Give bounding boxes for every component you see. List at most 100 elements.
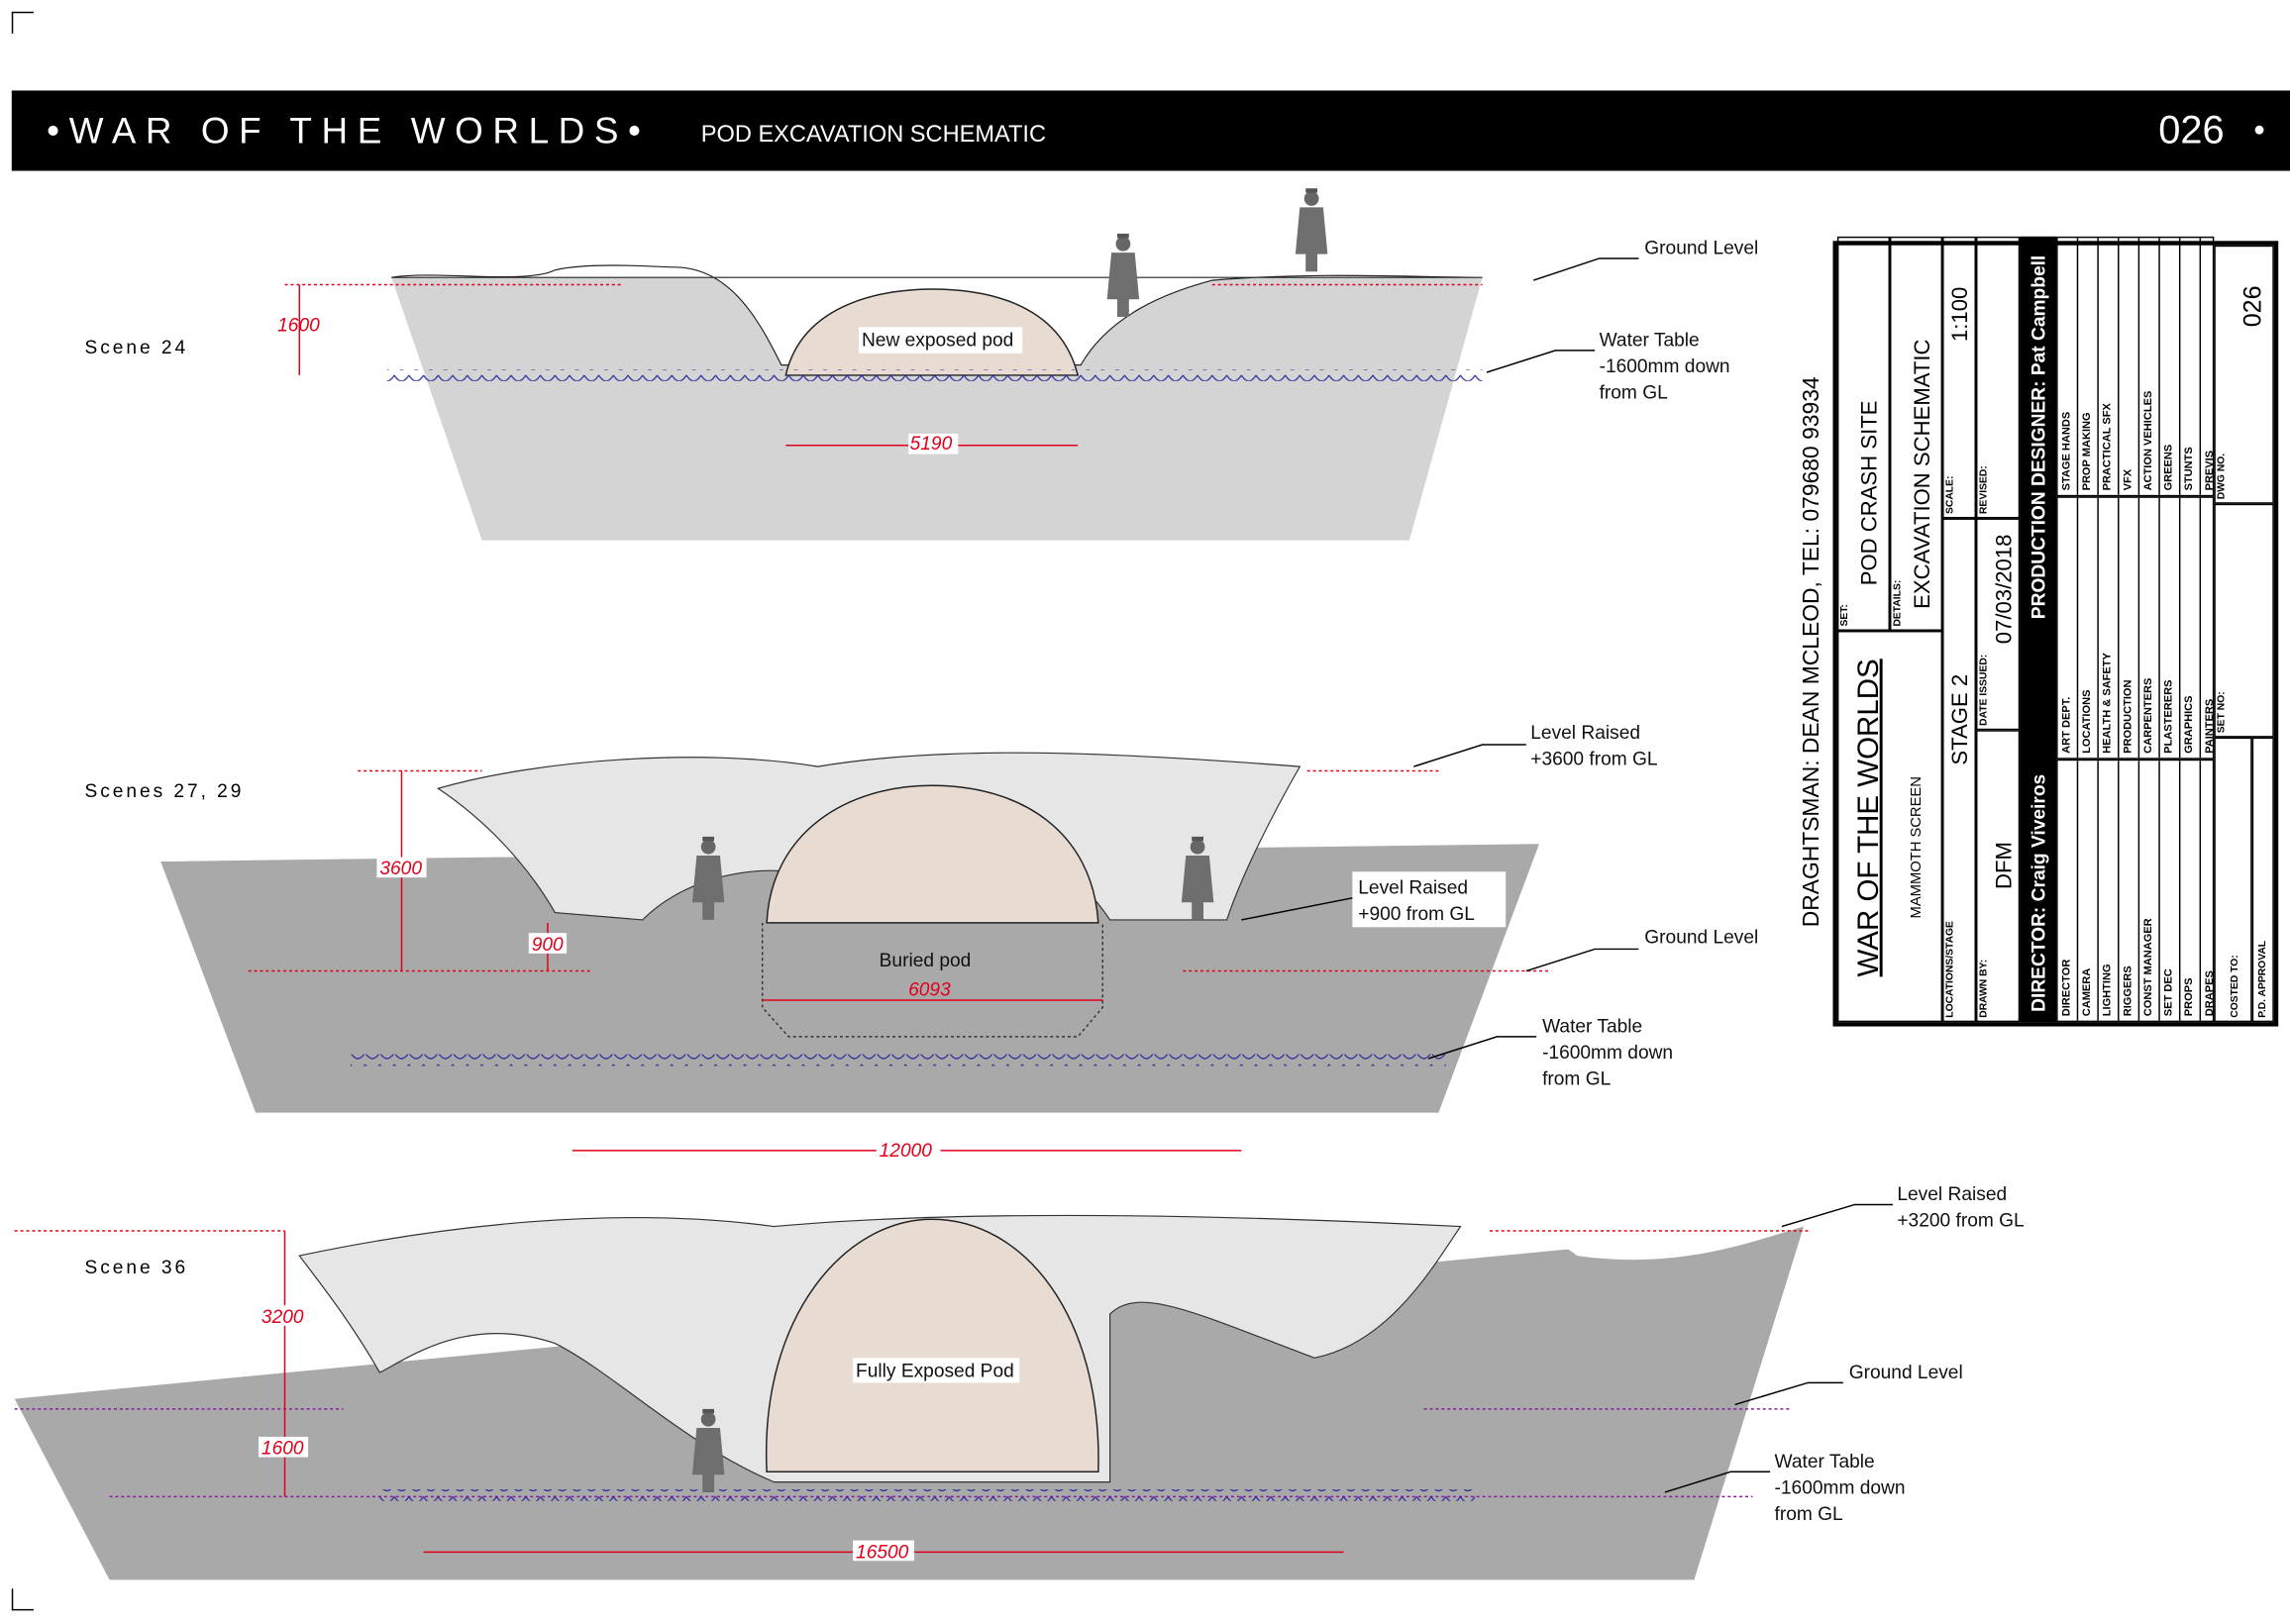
tb-designer: PRODUCTION DESIGNER: Pat Campbell — [2027, 254, 2049, 620]
dept-item: CONST MANAGER — [2139, 761, 2160, 1021]
dept-item: GRAPHICS — [2180, 497, 2202, 759]
dept-item: CAMERA — [2078, 761, 2099, 1021]
annotation: Ground Level — [1644, 928, 1758, 949]
project-title-text: WAR OF THE WORLDS — [68, 111, 629, 152]
dimension-label: 16500 — [856, 1542, 909, 1563]
sheet-number: 026 — [2158, 108, 2225, 152]
dept-item: DRAPES — [2201, 761, 2215, 1021]
dimension-label: 900 — [532, 935, 564, 956]
scale-cell: SCALE: 1:100 — [1942, 236, 1976, 519]
scene-label: Scene 36 — [85, 1258, 189, 1278]
pod-label: Fully Exposed Pod — [856, 1361, 1014, 1381]
tb-date: 07/03/2018 — [1992, 534, 2018, 645]
label: DATE ISSUED: — [1978, 654, 1990, 726]
annotation: Water Table — [1775, 1452, 1875, 1472]
label: COSTED TO: — [2230, 955, 2240, 1018]
dept-item: ACTION VEHICLES — [2139, 238, 2160, 495]
tb-project: WAR OF THE WORLDS — [1853, 659, 1886, 977]
title-block: WAR OF THE WORLDS MAMMOTH SCREEN SET: PO… — [1832, 236, 2279, 1027]
dept-item: SET DEC — [2159, 761, 2181, 1021]
pod-label: Buried pod — [880, 951, 972, 971]
revised-cell: REVISED: — [1975, 236, 2021, 519]
annotation: +3200 from GL — [1897, 1211, 2025, 1232]
crop-mark — [11, 1588, 34, 1611]
dimension-label: 1600 — [277, 316, 320, 337]
annotation: -1600mm down — [1600, 356, 1730, 377]
dimension-label: 1600 — [261, 1439, 304, 1460]
project-title: •WAR OF THE WORLDS• — [47, 111, 651, 152]
dept-item: PAINTERS — [2201, 497, 2215, 759]
dimension-label: 3600 — [379, 859, 422, 879]
tb-director: DIRECTOR: Craig Viveiros — [2027, 773, 2049, 1012]
dept-item: VFX — [2119, 238, 2140, 495]
dept-item: GREENS — [2159, 238, 2181, 495]
dot-icon — [2254, 125, 2264, 135]
dept-item: LOCATIONS — [2078, 497, 2099, 759]
annotation: Level Raised — [1358, 877, 1468, 898]
tb-set: POD CRASH SITE — [1857, 400, 1883, 586]
dimension-label: 12000 — [880, 1141, 933, 1162]
label: REVISED: — [1978, 465, 1990, 515]
scene-27-29: Scenes 27, 29 Buried pod 3600 900 6093 1… — [85, 723, 1759, 1162]
project-cell: WAR OF THE WORLDS MAMMOTH SCREEN — [1836, 630, 1943, 1023]
approval-cell: P.D. APPROVAL — [2251, 737, 2274, 1023]
label: LOCATIONS/STAGE — [1945, 921, 1956, 1018]
annotation: Ground Level — [1849, 1363, 1963, 1383]
details-cell: DETAILS: EXCAVATION SCHEMATIC — [1890, 236, 1943, 631]
draftsman-credit: DRAGHTSMAN: DEAN MCLEOD, TEL: 079680 939… — [1799, 376, 1824, 928]
annotation: +3600 from GL — [1530, 750, 1658, 770]
annotation: from GL — [1542, 1069, 1612, 1090]
dept-item: ART DEPT. — [2057, 497, 2079, 759]
sheet-subtitle: POD EXCAVATION SCHEMATIC — [700, 122, 1046, 148]
header-bar: •WAR OF THE WORLDS• POD EXCAVATION SCHEM… — [11, 90, 2290, 171]
tb-company: MAMMOTH SCREEN — [1909, 776, 1926, 919]
crop-mark — [11, 11, 34, 34]
tb-scale: 1:100 — [1947, 286, 1974, 343]
tb-drawn: DFM — [1992, 842, 2018, 889]
dept-item: STAGE HANDS — [2057, 238, 2079, 495]
annotation: -1600mm down — [1542, 1043, 1673, 1064]
annotation: from GL — [1775, 1504, 1844, 1525]
date-cell: DATE ISSUED: 07/03/2018 — [1975, 518, 2021, 731]
drawn-cell: DRAWN BY: DFM — [1975, 730, 2021, 1023]
annotation: Level Raised — [1897, 1184, 2007, 1205]
dept-item: CARPENTERS — [2139, 497, 2160, 759]
dept-item: LIGHTING — [2098, 761, 2120, 1021]
location-cell: LOCATIONS/STAGE STAGE 2 — [1942, 518, 1976, 1023]
annotation: Ground Level — [1644, 239, 1758, 259]
pod-label: New exposed pod — [862, 330, 1013, 351]
label: SCALE: — [1945, 475, 1956, 515]
scene-24: Scene 24 New exposed pod 1600 5190 Groun… — [85, 188, 1758, 541]
dimension-label: 5190 — [910, 434, 953, 455]
dept-item: PRACTICAL SFX — [2098, 238, 2120, 495]
credits-bar: DIRECTOR: Craig Viveiros PRODUCTION DESI… — [2020, 236, 2057, 1023]
label: DWG NO. — [2217, 453, 2228, 500]
label: SET NO: — [2217, 691, 2228, 734]
annotation: from GL — [1600, 383, 1669, 404]
annotation: Water Table — [1600, 330, 1700, 351]
scene-36: Scene 36 Fully Exposed Pod 3200 1600 165… — [14, 1184, 2025, 1580]
dept-item: PROP MAKING — [2078, 238, 2099, 495]
tb-dwg: 026 — [2238, 285, 2267, 328]
costed-cell: COSTED TO: — [2214, 737, 2252, 1023]
dept-item: PRODUCTION — [2119, 497, 2140, 759]
dept-item: DIRECTOR — [2057, 761, 2079, 1021]
scene-label: Scene 24 — [85, 338, 189, 358]
set-no-cell: SET NO: — [2214, 503, 2274, 738]
dept-item: RIGGERS — [2119, 761, 2140, 1021]
dept-item: STUNTS — [2180, 238, 2202, 495]
dept-item: HEALTH & SAFETY — [2098, 497, 2120, 759]
annotation: Level Raised — [1530, 723, 1640, 744]
annotation: +900 from GL — [1358, 904, 1475, 925]
dept-item: PREVIS — [2201, 238, 2215, 495]
annotation: Water Table — [1542, 1016, 1642, 1037]
scene-label: Scenes 27, 29 — [85, 781, 245, 802]
label: DRAWN BY: — [1978, 959, 1990, 1018]
annotation: -1600mm down — [1775, 1477, 1906, 1498]
label: P.D. APPROVAL — [2257, 940, 2268, 1018]
set-cell: SET: POD CRASH SITE — [1836, 236, 1891, 631]
dept-item: PROPS — [2180, 761, 2202, 1021]
